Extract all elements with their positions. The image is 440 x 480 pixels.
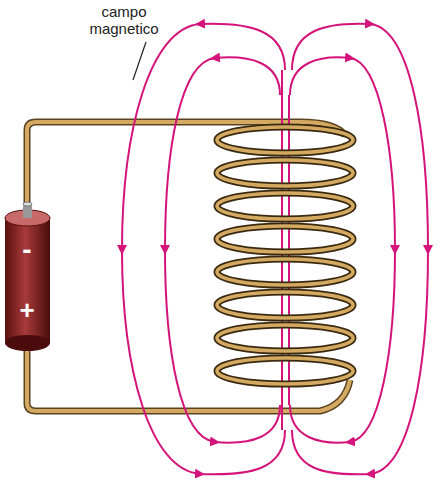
coil-winding [217, 259, 353, 285]
battery [5, 202, 50, 351]
magnetic-field-lines [122, 24, 428, 475]
coil-winding [217, 127, 353, 153]
coil-winding [217, 325, 353, 351]
coil-winding [217, 358, 353, 384]
coil-winding [217, 325, 353, 351]
plus-sign: + [15, 296, 39, 324]
leader-line [133, 42, 146, 80]
coil-winding [217, 259, 353, 285]
coil-winding [217, 292, 353, 318]
coil-winding [217, 193, 353, 219]
wire [27, 122, 350, 411]
minus-sign: - [15, 236, 39, 264]
coil-winding [217, 358, 353, 384]
coil-winding [217, 127, 353, 153]
coil-winding [217, 226, 353, 252]
coil-winding [217, 160, 353, 186]
coil-winding [217, 193, 353, 219]
coil-winding [217, 292, 353, 318]
field-label: campo magnetico [78, 3, 170, 37]
coil [217, 127, 353, 384]
coil-winding [217, 160, 353, 186]
coil-winding [217, 226, 353, 252]
